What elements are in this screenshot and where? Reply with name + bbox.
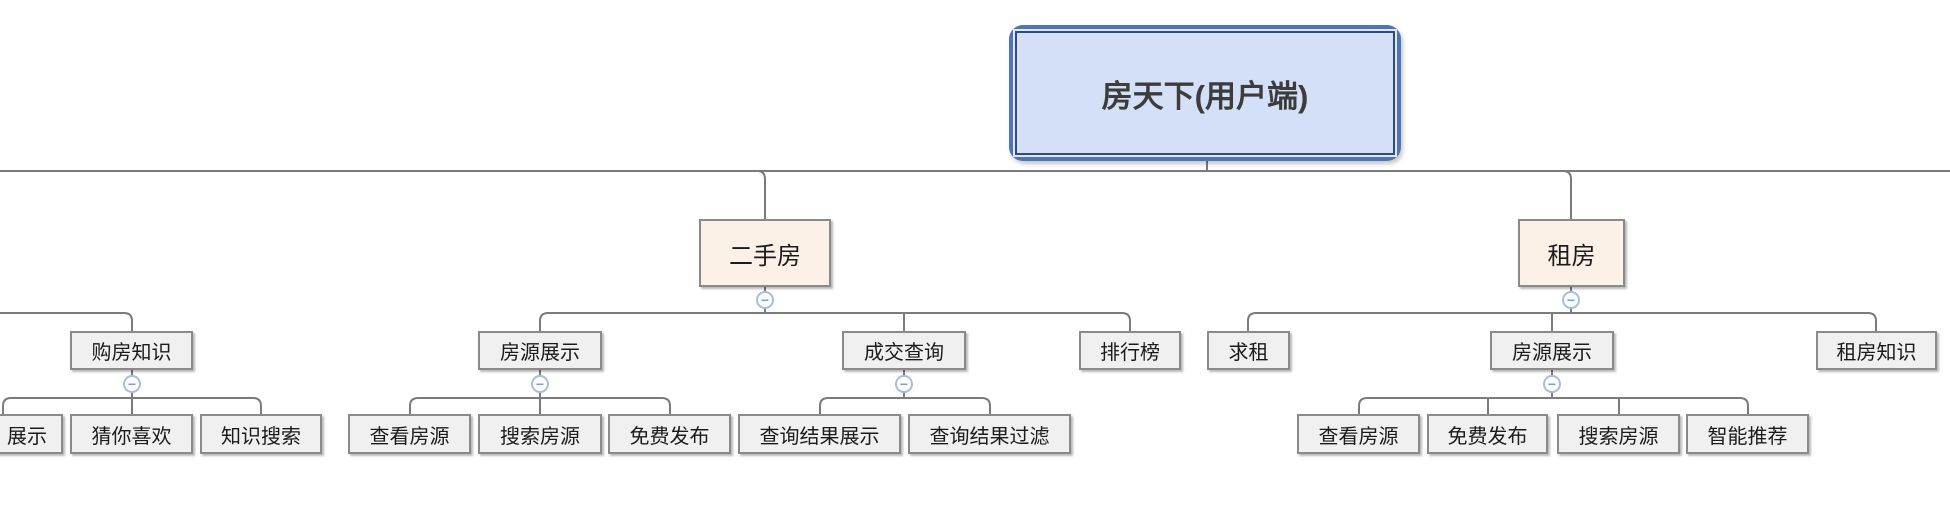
left-partial-elbow (0, 312, 133, 331)
collapse-icon[interactable]: − (1543, 375, 1561, 393)
collapse-icon[interactable]: − (123, 375, 141, 393)
node-free-publish-secondhand[interactable]: 免费发布 (608, 414, 731, 454)
collapse-icon[interactable]: − (756, 291, 774, 309)
node-view-listings-secondhand[interactable]: 查看房源 (348, 414, 471, 454)
node-view-listings-rent[interactable]: 查看房源 (1297, 414, 1420, 454)
node-smart-recommend[interactable]: 智能推荐 (1686, 414, 1809, 454)
collapse-icon[interactable]: − (531, 375, 549, 393)
node-fangtianxia-root[interactable]: 房天下(用户端) (1009, 25, 1401, 161)
rent-drop-line (1562, 170, 1572, 219)
node-free-publish-rent[interactable]: 免费发布 (1427, 414, 1548, 454)
root-node-label: 房天下(用户端) (1015, 31, 1395, 155)
node-listing-display-secondhand[interactable]: 房源展示 (478, 331, 602, 370)
rent-children-elbow (1247, 287, 1877, 331)
minus-icon: − (127, 375, 137, 392)
collapse-icon[interactable]: − (1562, 291, 1580, 309)
minus-icon: − (899, 375, 909, 392)
node-search-listings-secondhand[interactable]: 搜索房源 (478, 414, 602, 454)
node-query-result-display[interactable]: 查询结果展示 (738, 414, 901, 454)
node-buying-knowledge[interactable]: 购房知识 (70, 331, 193, 370)
node-rent-seeking[interactable]: 求租 (1207, 331, 1290, 370)
minus-icon: − (760, 291, 770, 308)
collapse-icon[interactable]: − (895, 375, 913, 393)
node-renting-knowledge[interactable]: 租房知识 (1816, 331, 1937, 370)
minus-icon: − (1547, 375, 1557, 392)
node-renting[interactable]: 租房 (1518, 219, 1625, 287)
node-query-result-filter[interactable]: 查询结果过滤 (908, 414, 1071, 454)
minus-icon: − (535, 375, 545, 392)
secondhand-children-elbow (539, 287, 1131, 331)
node-knowledge-search[interactable]: 知识搜索 (200, 414, 322, 454)
node-search-listings-rent[interactable]: 搜索房源 (1557, 414, 1680, 454)
node-second-hand-house[interactable]: 二手房 (699, 219, 831, 287)
node-transaction-query[interactable]: 成交查询 (842, 331, 966, 370)
node-listing-display-rent[interactable]: 房源展示 (1490, 331, 1614, 370)
node-ranking-list[interactable]: 排行榜 (1079, 331, 1181, 370)
node-display-partial[interactable]: 展示 (0, 414, 63, 454)
minus-icon: − (1566, 291, 1576, 308)
secondhand-drop-line (756, 170, 766, 219)
node-guess-you-like[interactable]: 猜你喜欢 (70, 414, 193, 454)
